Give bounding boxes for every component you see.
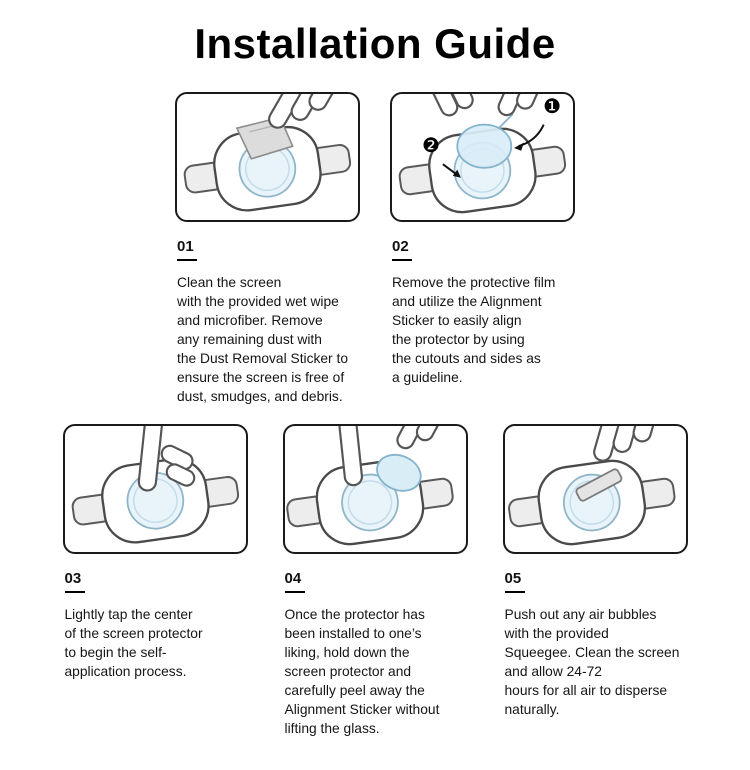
numbered-badge-1-icon: ❶	[543, 96, 561, 118]
step-5: 05 Push out any air bubbles with the pro…	[502, 424, 688, 719]
step-2-illustration	[393, 94, 571, 220]
step-3-panel	[62, 424, 248, 555]
step-2-panel: ❶ ❷	[390, 92, 575, 222]
badge-1-arrow-icon	[514, 124, 545, 151]
step-5-illustration	[504, 426, 680, 553]
aligning-hands	[421, 94, 550, 117]
step-1-number: 01	[177, 238, 360, 261]
step-3-number: 03	[64, 570, 248, 594]
step-4-illustration	[284, 426, 459, 553]
step-5-panel	[502, 424, 688, 555]
step-3-illustration	[66, 426, 244, 552]
wiping-hand	[268, 94, 347, 129]
watch-illustration	[504, 451, 680, 553]
step-1-panel	[175, 92, 360, 222]
film-lift-tab	[498, 113, 514, 129]
step-4-panel	[282, 424, 468, 555]
step-1-text: Clean the screen with the provided wet w…	[177, 275, 348, 405]
badge-2-arrow-icon	[442, 163, 461, 178]
step-4-text: Once the protector has been installed to…	[284, 607, 440, 737]
step-5-text: Push out any air bubbles with the provid…	[504, 607, 680, 718]
watch-illustration	[284, 451, 459, 553]
protective-film	[456, 123, 513, 169]
installation-guide-page: Installation Guide 01 Clean the s	[0, 20, 750, 738]
page-title: Installation Guide	[194, 20, 556, 67]
step-1-illustration	[178, 94, 356, 220]
step-2-text: Remove the protective film and utilize t…	[392, 275, 556, 386]
holding-and-peeling-hands	[336, 426, 450, 487]
tapping-hand	[137, 426, 195, 492]
steps-row-1: 01 Clean the screen with the provided we…	[0, 92, 750, 406]
step-2-number: 02	[392, 238, 575, 261]
step-1: 01 Clean the screen with the provided we…	[175, 92, 360, 406]
step-3-text: Lightly tap the center of the screen pro…	[64, 607, 203, 680]
squeegee-tool	[574, 468, 622, 502]
steps-row-2: 03 Lightly tap the center of the screen …	[0, 424, 750, 738]
squeegee-hand	[592, 426, 662, 462]
step-4: 04 Once the protector has been installed…	[282, 424, 468, 738]
step-3: 03 Lightly tap the center of the screen …	[62, 424, 248, 681]
numbered-badge-2-icon: ❷	[422, 135, 440, 157]
step-4-number: 04	[284, 570, 468, 594]
step-2: ❶ ❷ 02 Remove the protective film and ut…	[390, 92, 575, 387]
step-5-number: 05	[504, 570, 688, 594]
peeled-alignment-sticker	[375, 454, 422, 492]
